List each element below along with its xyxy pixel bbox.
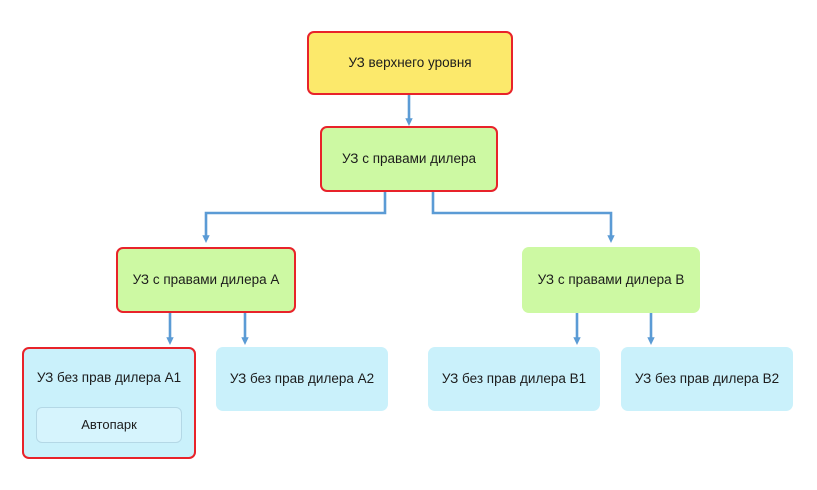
node-dealer-label: УЗ с правами дилера [342, 150, 476, 166]
node-b1-label: УЗ без прав дилера B1 [441, 370, 587, 386]
node-a2-label: УЗ без прав дилера A2 [229, 370, 375, 386]
edge-dealer-to-a [202, 192, 387, 244]
node-a1-title: УЗ без прав дилера A1 [24, 349, 194, 407]
node-top-level[interactable]: УЗ верхнего уровня [307, 31, 513, 95]
node-b2[interactable]: УЗ без прав дилера B2 [621, 347, 793, 411]
node-dealer-a-label: УЗ с правами дилера A [132, 271, 280, 287]
node-a1-child-autopark[interactable]: Автопарк [36, 407, 182, 443]
edge-dealer-to-b [431, 192, 615, 244]
node-a1-label: УЗ без прав дилера A1 [36, 369, 182, 385]
node-dealer-a[interactable]: УЗ с правами дилера A [116, 247, 296, 313]
node-b1[interactable]: УЗ без прав дилера B1 [428, 347, 600, 411]
node-dealer-b[interactable]: УЗ с правами дилера B [522, 247, 700, 313]
node-a1-child-label: Автопарк [81, 416, 137, 432]
node-a2[interactable]: УЗ без прав дилера A2 [216, 347, 388, 411]
node-top-level-label: УЗ верхнего уровня [348, 54, 472, 70]
node-a1[interactable]: УЗ без прав дилера A1 Автопарк [22, 347, 196, 459]
node-dealer[interactable]: УЗ с правами дилера [320, 126, 498, 192]
node-b2-label: УЗ без прав дилера B2 [634, 370, 780, 386]
node-dealer-b-label: УЗ с правами дилера B [537, 271, 685, 287]
